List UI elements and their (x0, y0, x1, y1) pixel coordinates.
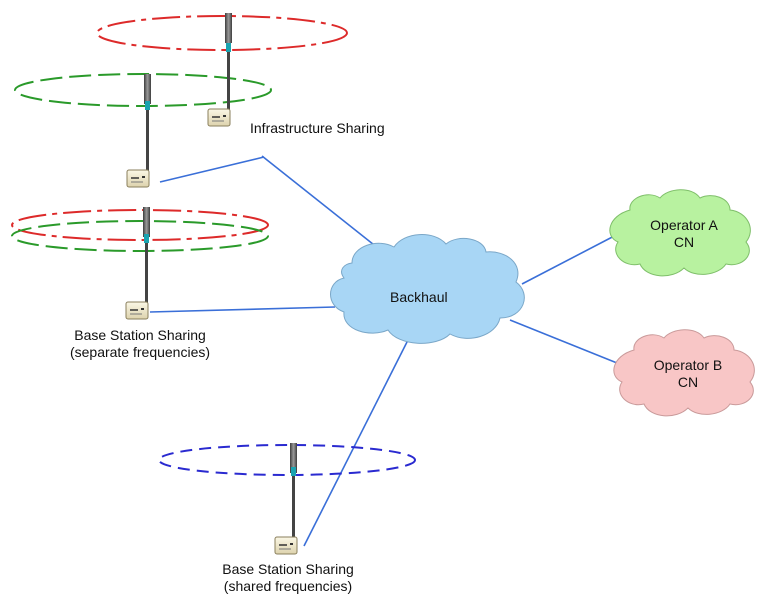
link-backhaul-operator-b (509, 319, 623, 366)
link-infrastructure-backhaul (261, 155, 389, 257)
operator-a-ring-shared-site (11, 209, 269, 241)
backhaul-cloud (330, 234, 525, 344)
link-shared-station-backhaul (303, 339, 409, 547)
base-station-sharing-shared-label: Base Station Sharing (shared frequencies… (198, 561, 378, 595)
base-station-box-icon (125, 301, 149, 320)
infrastructure-sharing-label: Infrastructure Sharing (250, 120, 385, 136)
operator-b-cloud (613, 329, 755, 417)
links (149, 155, 623, 547)
masts (143, 13, 297, 538)
operator-b-name: Operator B (653, 357, 723, 373)
operator-a-label: Operator A CN (636, 217, 732, 251)
operator-a-cn: CN (673, 234, 695, 250)
operator-b-ring-top (14, 73, 272, 107)
shared-frequency-ring (158, 444, 416, 476)
antenna-mast-icon (144, 74, 151, 172)
bss-shared-title: Base Station Sharing (222, 561, 354, 577)
operator-b-ring-shared-site (11, 220, 269, 252)
antenna-mast-icon (225, 13, 232, 110)
operator-b-cn: CN (677, 374, 699, 390)
antenna-mast-icon (143, 207, 150, 303)
antenna-mast-icon (290, 443, 297, 538)
link-backhaul-operator-a (521, 232, 621, 285)
base-station-sharing-separate-label: Base Station Sharing (separate frequenci… (50, 327, 230, 361)
base-station-box-icon (207, 108, 231, 127)
bss-shared-subtitle: (shared frequencies) (223, 578, 353, 594)
bss-separate-subtitle: (separate frequencies) (69, 344, 211, 360)
link-separate-station-infrastructure (159, 156, 265, 183)
link-separate-station-backhaul (149, 306, 336, 313)
operator-b-label: Operator B CN (640, 357, 736, 391)
operator-a-ring-top (96, 15, 348, 51)
backhaul-label: Backhaul (390, 289, 448, 305)
operator-a-cloud (609, 189, 751, 277)
base-station-box-icon (274, 536, 298, 555)
base-station-box-icon (126, 169, 150, 188)
bss-separate-title: Base Station Sharing (74, 327, 206, 343)
coverage-rings (11, 15, 416, 476)
operator-a-name: Operator A (650, 217, 718, 233)
